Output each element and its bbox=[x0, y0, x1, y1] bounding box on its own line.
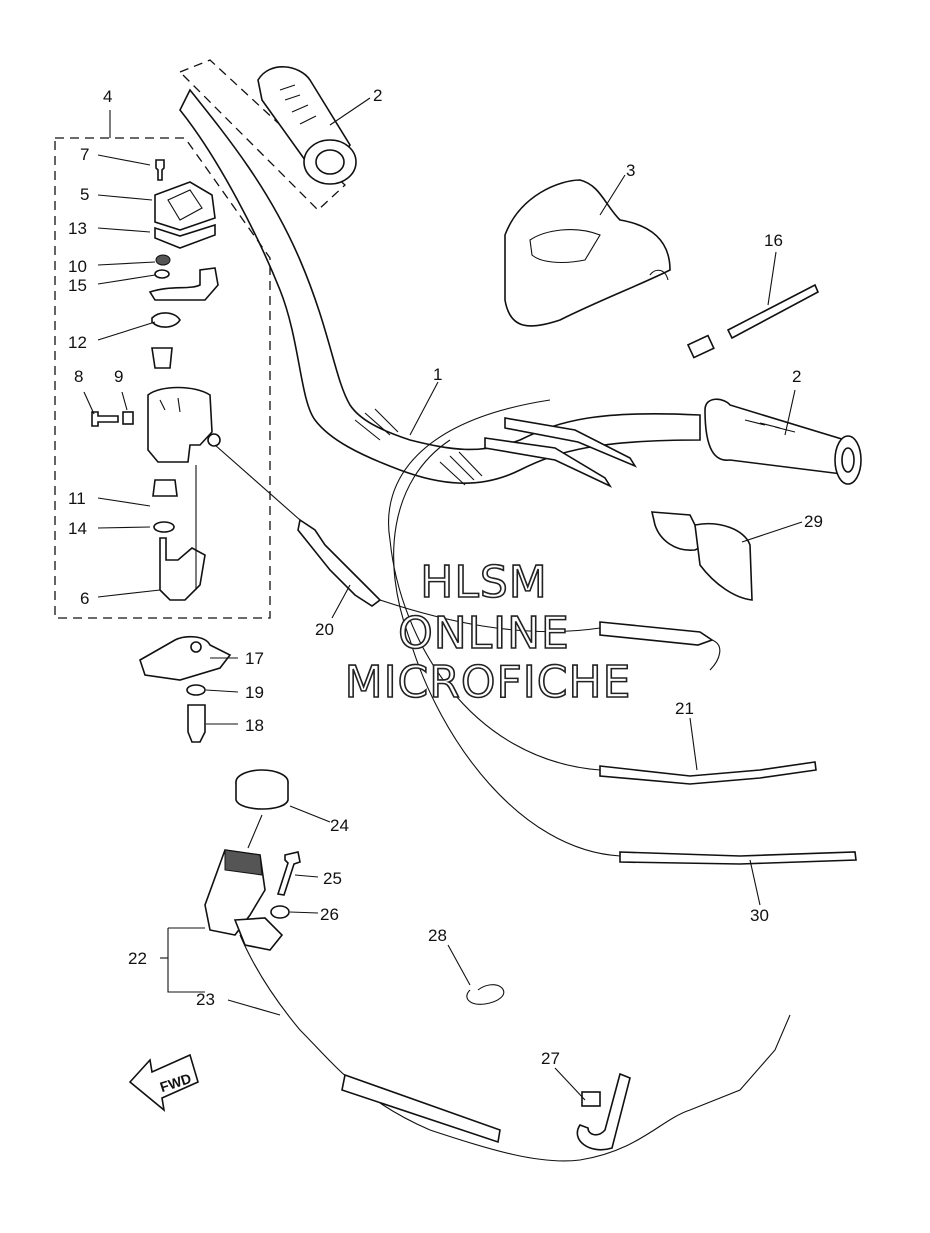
callout-28: 28 bbox=[428, 926, 447, 945]
callout-2b: 2 bbox=[792, 367, 801, 386]
callout-3: 3 bbox=[626, 161, 635, 180]
strap-part bbox=[576, 1072, 631, 1151]
callout-29: 29 bbox=[804, 512, 823, 531]
callout-2a: 2 bbox=[373, 86, 382, 105]
left-grip-part bbox=[257, 66, 357, 185]
callout-11: 11 bbox=[68, 489, 86, 508]
callout-9: 9 bbox=[114, 367, 123, 386]
handlebar-pad-part bbox=[504, 179, 671, 327]
cable-20-part bbox=[214, 444, 382, 607]
callout-21: 21 bbox=[675, 699, 694, 718]
grip-outline-dashed bbox=[178, 59, 346, 211]
watermark-line-2: ONLINE bbox=[398, 608, 570, 659]
right-grip-part bbox=[704, 398, 862, 485]
callout-8: 8 bbox=[74, 367, 83, 386]
callout-7: 7 bbox=[80, 145, 89, 164]
brake-parts bbox=[204, 769, 791, 1162]
callout-30: 30 bbox=[750, 906, 769, 925]
callout-27: 27 bbox=[541, 1049, 560, 1068]
callout-26: 26 bbox=[320, 905, 339, 924]
callout-13: 13 bbox=[68, 219, 87, 238]
clip-part bbox=[466, 984, 505, 1005]
callout-4: 4 bbox=[103, 87, 112, 106]
callout-14: 14 bbox=[68, 519, 87, 538]
watermark-line-1: HLSM bbox=[420, 557, 548, 608]
cable-tie-part bbox=[686, 283, 820, 359]
watermark-line-3: MICROFICHE bbox=[345, 657, 632, 708]
callout-12: 12 bbox=[68, 333, 87, 352]
cable-30-part bbox=[393, 439, 857, 865]
callout-18: 18 bbox=[245, 716, 264, 735]
callout-10: 10 bbox=[68, 257, 87, 276]
callout-25: 25 bbox=[323, 869, 342, 888]
cable-21-part bbox=[388, 399, 817, 785]
handlebar-part bbox=[179, 88, 701, 486]
callout-22: 22 bbox=[128, 949, 147, 968]
callout-17: 17 bbox=[245, 649, 264, 668]
watermark: HLSM ONLINE MICROFICHE bbox=[344, 556, 632, 709]
throttle-boot-part bbox=[650, 511, 753, 601]
switch-assembly-parts bbox=[91, 159, 221, 601]
callout-15: 15 bbox=[68, 276, 87, 295]
throttle-cables bbox=[379, 417, 721, 671]
switch-assembly-box bbox=[54, 137, 271, 619]
callout-20: 20 bbox=[315, 620, 334, 639]
callout-5: 5 bbox=[80, 185, 89, 204]
callout-16: 16 bbox=[764, 231, 783, 250]
callout-1: 1 bbox=[433, 365, 442, 384]
leader-lines bbox=[83, 97, 803, 1101]
callout-24: 24 bbox=[330, 816, 349, 835]
fwd-arrow-icon: FWD bbox=[128, 1053, 199, 1112]
callout-6: 6 bbox=[80, 589, 89, 608]
callout-23: 23 bbox=[196, 990, 215, 1009]
clamp-parts bbox=[139, 635, 232, 743]
callout-labels: 2 3 1 2 16 29 4 7 5 13 10 15 12 8 9 11 1… bbox=[68, 86, 823, 1068]
callout-19: 19 bbox=[245, 683, 264, 702]
